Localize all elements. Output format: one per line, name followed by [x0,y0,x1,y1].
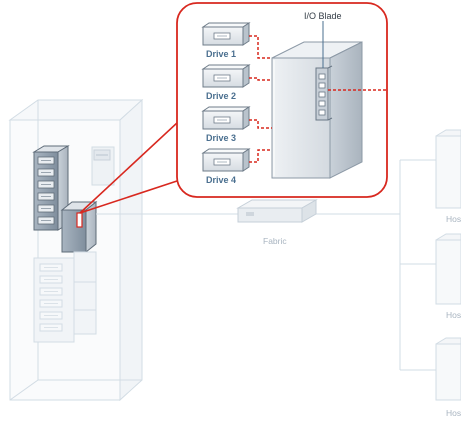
io-server [271,41,363,179]
blade-port [318,109,326,116]
host-1-label: Hos [446,214,461,224]
drive-4: Drive 4 [201,148,251,185]
host-2-label: Hos [446,310,461,320]
drive-1-label: Drive 1 [206,49,236,59]
drive-3: Drive 3 [201,106,251,143]
faint-drive-stack [33,251,97,343]
blade-port [318,73,326,80]
io-blade-label: I/O Blade [304,11,342,21]
drive-2: Drive 2 [201,64,251,101]
rack-unit-faint [91,146,115,186]
drive-group: Drive 1 Drive 2 Drive 3 Drive 4 [201,22,251,185]
host-2: Hos [435,233,461,320]
blade-port [318,91,326,98]
fabric-label: Fabric [263,236,287,246]
rack-io-server [60,200,98,254]
fabric-connectors [96,159,436,371]
blade-port [318,100,326,107]
callout-pointer [79,121,181,214]
host-1: Hos [435,129,461,224]
fabric-switch: Fabric [236,199,318,246]
host-3: Hos [435,337,461,418]
drive-2-label: Drive 2 [206,91,236,101]
host-3-label: Hos [446,408,461,418]
io-blade: I/O Blade [304,11,342,121]
drive-1: Drive 1 [201,22,251,59]
blade-port [318,82,326,89]
drive-4-label: Drive 4 [206,175,236,185]
drive-3-label: Drive 3 [206,133,236,143]
drive-links [249,35,272,163]
drive-enclosure-stack [32,145,70,231]
